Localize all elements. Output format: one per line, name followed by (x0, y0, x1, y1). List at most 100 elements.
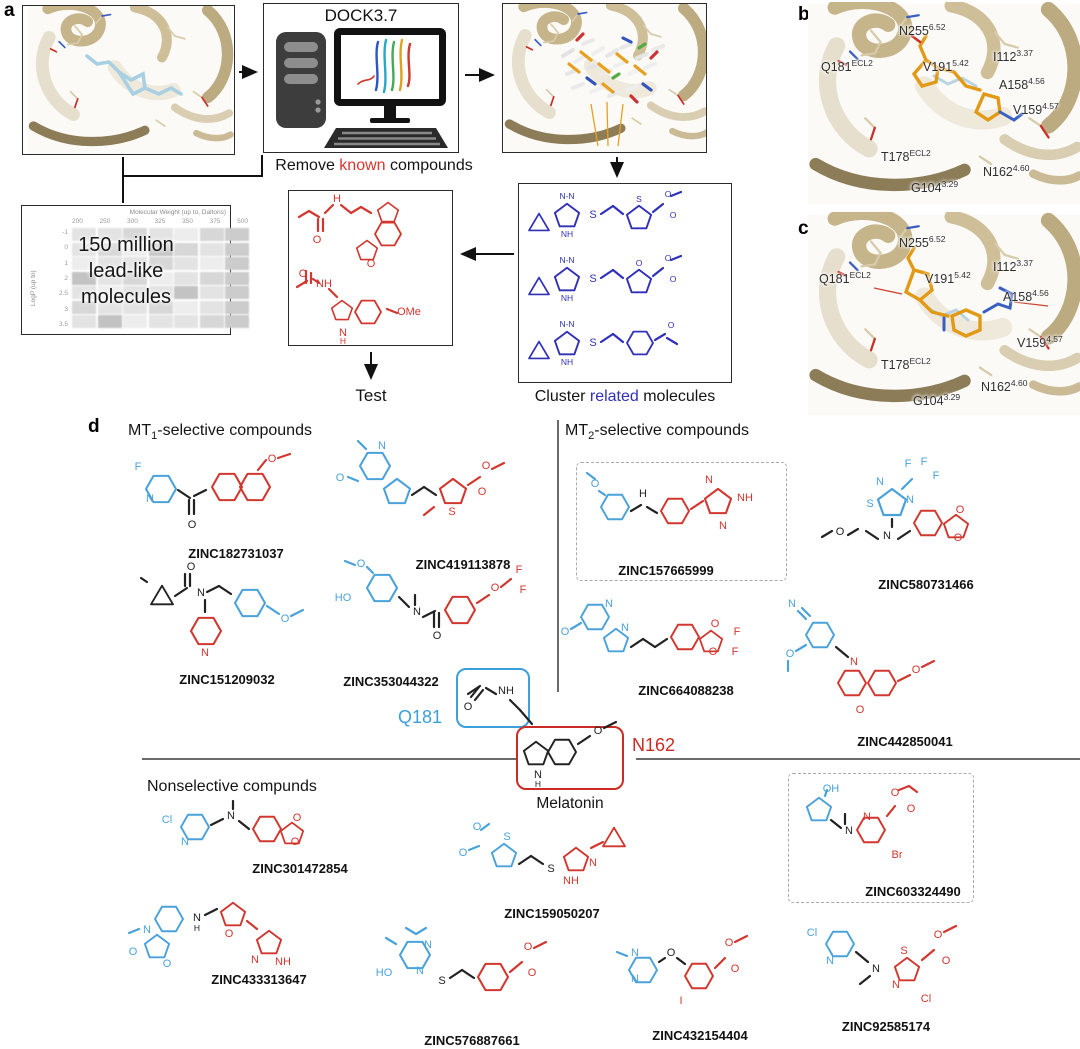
svg-text:N: N (197, 587, 205, 599)
svg-text:F: F (921, 456, 928, 468)
compound-zinc151209032: O N N O ZINC151209032 (135, 561, 335, 687)
svg-text:NH: NH (561, 293, 573, 303)
svg-text:O: O (591, 478, 600, 490)
svg-text:O: O (731, 963, 740, 975)
svg-text:Cl: Cl (807, 927, 817, 939)
svg-text:O: O (367, 258, 376, 270)
compound-id: ZINC159050207 (504, 906, 600, 921)
svg-text:O: O (281, 613, 290, 625)
svg-text:S: S (866, 498, 873, 510)
panel-a-label: a (4, 0, 15, 21)
svg-text:NH: NH (561, 357, 573, 367)
svg-text:N: N (621, 622, 629, 634)
svg-text:O: O (299, 268, 308, 280)
svg-text:N: N (146, 493, 154, 505)
nonselective-divider-left (142, 758, 516, 760)
panel-b-label: b (798, 4, 810, 25)
svg-text:O: O (709, 646, 718, 658)
svg-text:H: H (340, 336, 346, 345)
compound-zinc301472854: Cl N N O O ZINC301472854 (155, 795, 370, 883)
svg-text:S: S (438, 975, 445, 987)
svg-text:S: S (503, 831, 510, 843)
known-compound-structures: H O O O NH OMe N H (295, 193, 421, 345)
svg-text:OMe: OMe (397, 306, 421, 318)
svg-text:N: N (863, 811, 871, 823)
svg-text:F: F (732, 646, 739, 658)
svg-text:N-N: N-N (559, 255, 574, 265)
melatonin-label: Melatonin (536, 795, 604, 812)
svg-text:S: S (636, 194, 642, 204)
svg-text:O: O (187, 562, 196, 573)
svg-text:F: F (905, 458, 912, 470)
svg-text:O: O (163, 958, 172, 970)
cluster-label: Cluster related molecules (534, 388, 716, 405)
svg-text:NH: NH (561, 229, 573, 239)
compound-id: ZINC433313647 (211, 972, 307, 987)
compound-zinc442850041: N O N O O ZINC442850041 (770, 595, 1050, 753)
known-compounds-box: H O O O NH OMe N H (288, 190, 453, 346)
protein-ribbon-on-screen (357, 38, 412, 94)
svg-text:N: N (251, 954, 259, 966)
svg-text:NH: NH (563, 875, 579, 887)
n162-box (516, 726, 624, 790)
svg-text:N: N (906, 494, 914, 506)
compound-id: ZINC92585174 (841, 1019, 931, 1034)
n162-label: N162 (632, 735, 676, 755)
svg-text:N: N (876, 476, 884, 488)
compound-zinc433313647: N O O N H O N NH ZINC433313647 (125, 885, 370, 995)
melatonin-structure: O NH N H O (464, 684, 618, 789)
nonselective-divider-right (636, 758, 1080, 760)
svg-text:N: N (181, 836, 189, 848)
svg-text:O: O (478, 486, 487, 498)
compound-zinc159050207: O O S S N NH ZINC159050207 (455, 818, 700, 926)
svg-text:S: S (589, 337, 596, 349)
compound-zinc157665999: O H N NH N ZINC157665999 (576, 462, 787, 581)
docked-library-image (502, 3, 707, 153)
pocket-image-c (808, 212, 1080, 418)
compound-id: ZINC353044322 (343, 674, 439, 689)
compound-zinc419113878: N O S O O ZINC419113878 (330, 437, 550, 572)
svg-text:N: N (416, 965, 424, 977)
svg-text:O: O (667, 947, 676, 959)
compound-zinc432154404: N N O I O O ZINC432154404 (615, 928, 810, 1048)
svg-text:NH: NH (498, 685, 514, 697)
svg-text:N: N (589, 857, 597, 869)
compound-id: ZINC432154404 (652, 1028, 748, 1043)
compound-id: ZINC576887661 (424, 1033, 520, 1048)
svg-text:N: N (883, 530, 891, 542)
compound-zinc664088238: O N N O O F F ZINC664088238 (555, 595, 800, 703)
compound-zinc353044322: O HO N O O F F ZINC353044322 (325, 555, 540, 689)
svg-text:N: N (534, 769, 542, 781)
panel-c-label: c (798, 218, 809, 239)
svg-text:F: F (516, 564, 523, 576)
mt2-title: MT2-selective compounds (565, 422, 749, 443)
known-highlight: known (339, 157, 386, 174)
svg-text:S: S (900, 945, 907, 957)
svg-text:S: S (448, 506, 455, 518)
svg-text:O: O (464, 701, 473, 713)
dock-title: DOCK3.7 (324, 6, 398, 25)
svg-text:O: O (907, 803, 916, 815)
svg-text:O: O (856, 704, 865, 716)
cluster-molecules: N-N NH S S O O N-N NH S O O O N-N NH S O (528, 189, 683, 367)
svg-text:O: O (482, 460, 491, 472)
svg-text:N: N (413, 606, 421, 618)
svg-text:H: H (535, 779, 541, 789)
q181-box (456, 668, 530, 728)
svg-text:O: O (711, 618, 720, 630)
svg-text:H: H (333, 193, 341, 205)
svg-text:O: O (836, 526, 845, 538)
compound-zinc576887661: N N HO S O O ZINC576887661 (372, 920, 627, 1049)
svg-text:O: O (291, 836, 300, 848)
svg-text:F: F (933, 470, 940, 482)
library-size-text: 150 million lead-like molecules (78, 234, 174, 308)
svg-text:O: O (188, 519, 197, 531)
svg-text:I: I (679, 995, 682, 1007)
svg-text:N: N (201, 647, 209, 659)
svg-text:N: N (424, 939, 432, 951)
svg-text:N-N: N-N (559, 319, 574, 329)
